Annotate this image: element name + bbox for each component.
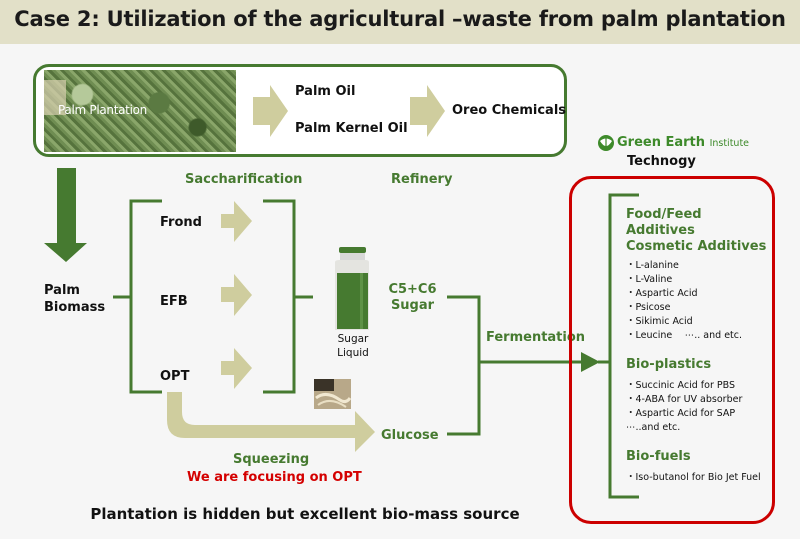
green-earth-logo-icon (598, 135, 614, 151)
list-item: ・Leucine ⋯.. and etc. (626, 330, 743, 341)
list-item: ・Iso-butanol for Bio Jet Fuel (626, 472, 761, 483)
palm-biomass-label-2: Biomass (44, 300, 106, 315)
fermentation-bracket (447, 295, 481, 436)
application-bio-fuels: Bio-fuels ・Iso-butanol for Bio Jet Fuel (626, 449, 761, 485)
sugar-liquid-label-2: Liquid (337, 347, 369, 359)
technology-label: Technogy (627, 154, 696, 169)
frond-label: Frond (160, 215, 202, 230)
arrow-head-icon (581, 352, 600, 372)
sugar-liquid-label-1: Sugar (337, 333, 369, 345)
list-item: ・Aspartic Acid for SAP (626, 408, 736, 419)
opt-label: OPT (160, 369, 190, 384)
arrow-right-icon (253, 85, 288, 137)
application-heading: Food/Feed (626, 207, 702, 222)
photo-label: Palm Plantation (58, 103, 147, 117)
palm-kernel-oil-label: Palm Kernel Oil (295, 121, 408, 136)
gei-logo-suffix: Institute (709, 138, 750, 149)
squeezing-label: Squeezing (233, 452, 310, 467)
gei-logo-text: Green Earth Institute (617, 135, 749, 150)
squeezing-arrow (167, 392, 375, 452)
list-item: ・4-ABA for UV absorber (626, 394, 743, 405)
application-food-feed: Food/Feed Additives Cosmetic Additives ・… (626, 207, 766, 343)
list-item: ・Succinic Acid for PBS (626, 380, 735, 391)
bracket-right (263, 199, 296, 394)
c5c6-label-2: Sugar (390, 298, 435, 313)
arrow-right-icon (221, 348, 252, 389)
list-item: ・Psicose (626, 302, 671, 313)
applications-bracket (608, 193, 639, 499)
bracket-left (129, 199, 162, 394)
list-item: ・L-alanine (626, 260, 679, 271)
application-heading: Additives (626, 223, 695, 238)
application-heading: Bio-fuels (626, 449, 691, 464)
application-bio-plastics: Bio-plastics ・Succinic Acid for PBS ・4-A… (626, 357, 742, 435)
list-item: ・Aspartic Acid (626, 288, 698, 299)
page-title: Case 2: Utilization of the agricultural … (14, 7, 786, 31)
list-item: ・Sikimic Acid (626, 316, 693, 327)
gei-technology-box (569, 176, 775, 524)
palm-oil-label: Palm Oil (295, 84, 356, 99)
arrow-right-icon (221, 274, 252, 316)
palm-plantation-photo (44, 70, 236, 152)
footer-caption: Plantation is hidden but excellent bio-m… (90, 505, 520, 523)
glucose-label: Glucose (381, 428, 439, 443)
list-item: ⋯..and etc. (626, 422, 681, 433)
gei-logo-name: Green Earth (617, 135, 706, 150)
arrow-down-icon (44, 168, 87, 262)
application-heading: Cosmetic Additives (626, 239, 767, 254)
title-bar (0, 0, 800, 44)
opt-fiber-photo (314, 379, 352, 409)
saccharification-label: Saccharification (185, 172, 303, 187)
efb-label: EFB (160, 294, 188, 309)
focus-note: We are focusing on OPT (187, 470, 362, 485)
arrow-right-icon (221, 201, 252, 242)
c5c6-label-1: C5+C6 (388, 282, 437, 297)
refinery-label: Refinery (391, 172, 453, 187)
sugar-bottle-icon (335, 247, 369, 330)
palm-biomass-label-1: Palm (44, 283, 80, 298)
list-item: ・L-Valine (626, 274, 673, 285)
arrow-right-icon (410, 85, 445, 137)
oreo-chemicals-label: Oreo Chemicals (452, 103, 567, 118)
application-heading: Bio-plastics (626, 357, 712, 372)
fermentation-label: Fermentation (486, 330, 586, 345)
